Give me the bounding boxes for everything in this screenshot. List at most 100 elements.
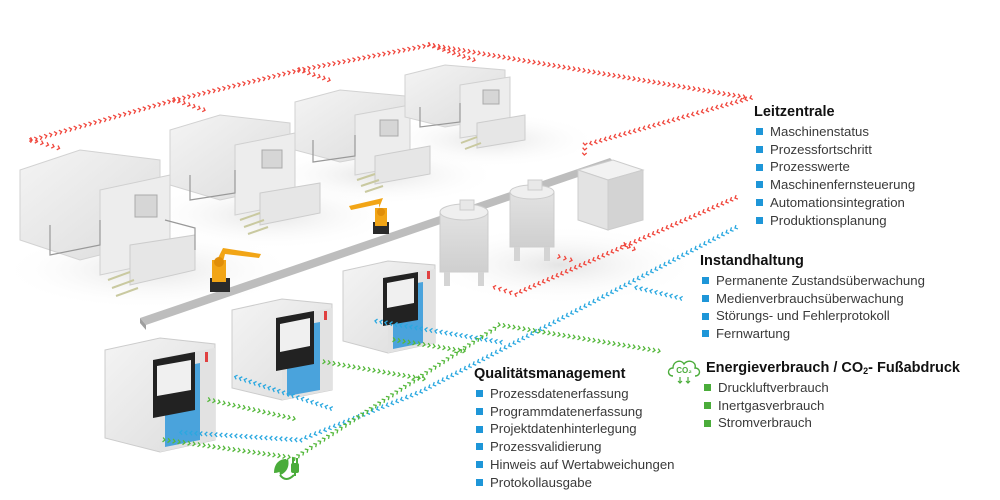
- chevron-dash: [567, 65, 571, 71]
- conveyor-rail: [140, 158, 616, 325]
- chevron-dash: [660, 226, 665, 232]
- chevron-dash: [479, 336, 483, 342]
- chevron-dash: [242, 404, 246, 410]
- chevron-dash: [237, 447, 241, 453]
- chevron-dash: [570, 310, 575, 316]
- chevron-dash: [222, 400, 226, 406]
- chevron-dash: [692, 85, 696, 92]
- chevron-dash: [439, 329, 443, 335]
- chevron-dash: [192, 441, 196, 447]
- chevron-dash: [472, 49, 476, 55]
- bullet-square-icon: [756, 199, 763, 207]
- chevron-dash: [562, 255, 567, 261]
- chevron-dash: [729, 227, 734, 232]
- chevron-dash: [242, 81, 246, 87]
- chevron-dash: [627, 343, 631, 349]
- chevron-dash: [632, 76, 636, 82]
- chevron-dash: [387, 50, 391, 56]
- chevron-dash: [319, 402, 324, 408]
- chevron-dash: [313, 442, 318, 448]
- chevron-dash: [304, 448, 309, 453]
- list-item: Automationsintegration: [754, 194, 915, 212]
- chevron-dash: [277, 72, 281, 78]
- chevron-dash: [459, 332, 463, 339]
- chevron-dash: [666, 118, 671, 124]
- chevron-dash: [384, 320, 388, 326]
- chevron-dash: [484, 337, 488, 343]
- chevron-dash: [532, 59, 536, 65]
- chevron-dash: [367, 366, 371, 373]
- chevron-dash: [179, 429, 183, 436]
- chevron-dash: [628, 240, 633, 246]
- bullet-square-icon: [756, 216, 763, 224]
- chevron-dash: [452, 46, 456, 52]
- chevron-dash: [232, 83, 236, 89]
- chevron-dash: [569, 266, 574, 272]
- chevron-dash: [324, 404, 329, 410]
- chevron-dash: [399, 396, 404, 402]
- chevron-dash: [692, 212, 697, 218]
- chevron-dash: [573, 264, 578, 270]
- chevron-dash: [380, 404, 385, 410]
- list-item-text: Automationsintegration: [770, 194, 905, 210]
- chevron-dash: [517, 325, 521, 331]
- list-item: Protokollausgabe: [474, 474, 674, 492]
- chevron-dash: [527, 58, 531, 64]
- chevron-dash: [372, 404, 377, 409]
- list-item: Prozessvalidierung: [474, 438, 674, 456]
- chevron-dash: [674, 294, 678, 300]
- chevron-dash: [514, 292, 519, 298]
- chevron-dash: [395, 398, 400, 404]
- chevron-dash: [287, 414, 291, 420]
- chevron-dash: [423, 386, 428, 392]
- chevron-dash: [237, 82, 241, 88]
- chevron-dash: [98, 118, 102, 124]
- chevron-dash: [167, 437, 171, 444]
- chevron-dash: [527, 284, 532, 290]
- chevron-dash: [390, 400, 395, 406]
- chevron-dash: [445, 356, 450, 362]
- chevron-dash: [417, 44, 421, 50]
- chevron-dash: [422, 376, 426, 382]
- chevron-dash: [281, 390, 286, 396]
- chevron-dash: [444, 330, 448, 336]
- chevron-dash: [592, 298, 597, 304]
- chevron-dash: [332, 60, 336, 67]
- chevron-dash: [414, 325, 418, 331]
- powder-silo: [439, 199, 489, 286]
- chevron-dash: [697, 210, 702, 216]
- chevron-dash: [481, 356, 486, 362]
- chevron-dash: [209, 431, 213, 438]
- chevron-dash: [672, 257, 677, 262]
- chevron-dash: [93, 119, 97, 126]
- chevron-dash: [644, 287, 648, 293]
- chevron-dash: [63, 128, 68, 134]
- chevron-dash: [214, 432, 218, 438]
- chevron-dash: [613, 133, 618, 139]
- chevron-dash: [306, 70, 311, 76]
- chevron-dash: [502, 54, 506, 60]
- chevron-dash: [428, 384, 433, 389]
- bullet-square-icon: [704, 402, 711, 410]
- chevron-dash: [382, 51, 386, 57]
- chevron-dash: [477, 50, 481, 56]
- list-item: Prozesswerte: [754, 158, 915, 176]
- chevron-dash: [321, 437, 326, 442]
- chevron-dash: [242, 448, 246, 454]
- chevron-dash: [737, 93, 741, 99]
- chevron-dash: [592, 69, 596, 75]
- chevron-dash: [739, 97, 744, 103]
- chevron-dash: [561, 314, 566, 320]
- chevron-dash: [564, 268, 569, 274]
- printer-machine: [342, 260, 436, 354]
- chevron-dash: [389, 321, 393, 327]
- chevron-dash: [652, 122, 656, 128]
- chevron-dash: [311, 72, 316, 78]
- chevron-dash: [479, 334, 484, 340]
- chevron-dash: [127, 110, 132, 116]
- chevron-dash: [727, 91, 731, 98]
- chevron-dash: [724, 101, 729, 107]
- bullet-square-icon: [756, 181, 763, 189]
- list-item: Maschinenstatus: [754, 123, 915, 141]
